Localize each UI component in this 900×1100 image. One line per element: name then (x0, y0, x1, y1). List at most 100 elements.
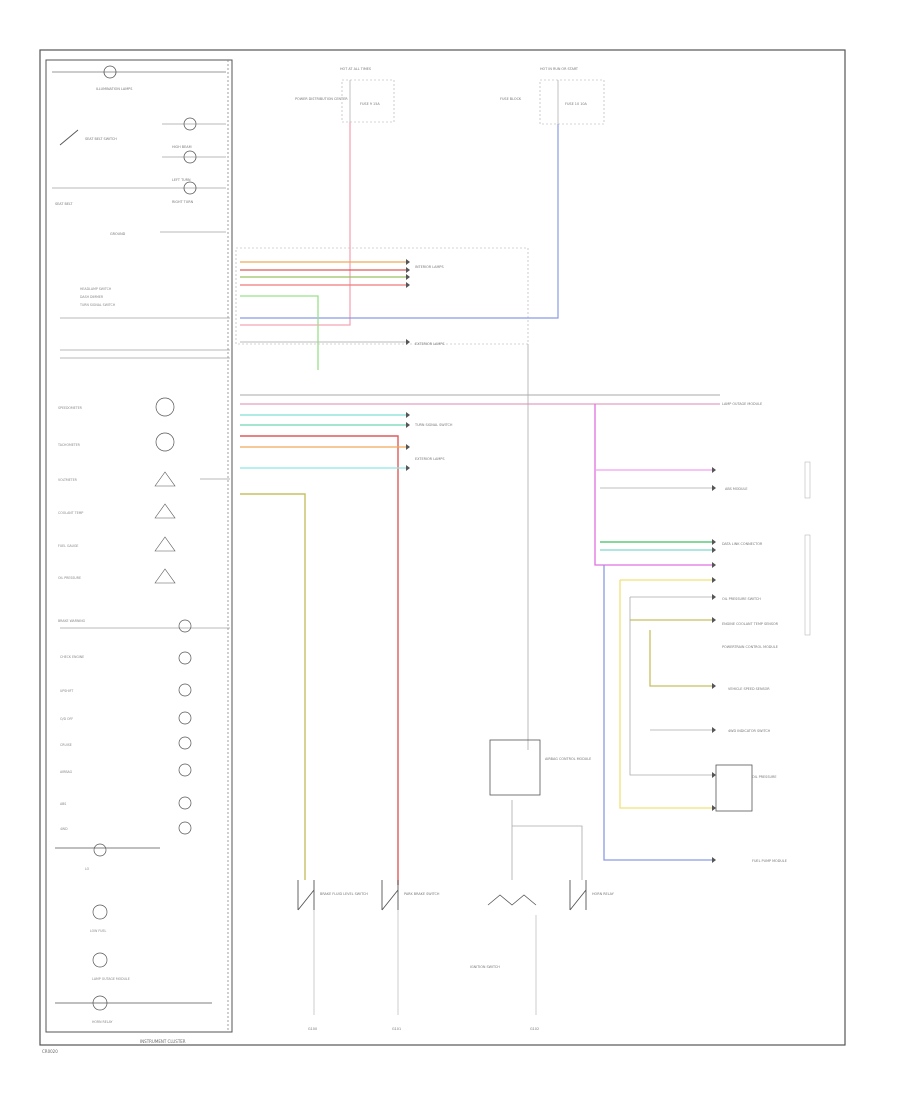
power-top-label: HOT AT ALL TIMES (340, 67, 371, 71)
warning-lamp-column: BRAKE WARNING CHECK ENGINE UPSHIFT O/D O… (55, 619, 230, 1024)
bulb-icon (183, 181, 197, 195)
abs-module-label: ABS MODULE (725, 487, 748, 491)
bulb-icon (93, 843, 107, 857)
brake-fluid-label: BRAKE FLUID LEVEL SWITCH (320, 892, 368, 896)
exterior-lamps-label: EXTERIOR LAMPS (415, 342, 445, 346)
wire-yellow-oil (619, 580, 712, 809)
pcm-label: POWERTRAIN CONTROL MODULE (722, 645, 778, 649)
wire-gray-park (512, 825, 583, 880)
wire-green (240, 295, 319, 370)
airbag-module-label: AIRBAG CONTROL MODULE (545, 757, 591, 761)
dash-dimmer-label: DASH DIMMER (80, 295, 104, 299)
exterior-lamps-label-2: EXTERIOR LAMPS (415, 457, 445, 461)
instrument-cluster-box (45, 59, 233, 1033)
right-turn-label: RIGHT TURN (172, 200, 194, 204)
bulb-icon (178, 619, 192, 633)
gauge-column: SPEEDOMETER TACHOMETER VOLTMETER COOLANT… (57, 397, 230, 584)
bulb-icon (92, 952, 108, 968)
bottom-switches: BRAKE FLUID LEVEL SWITCH PARK BRAKE SWIT… (297, 880, 615, 1031)
wire-blue-feed (240, 124, 559, 319)
right-component-labels: INTERIOR LAMPS EXTERIOR LAMPS TURN SIGNA… (414, 265, 811, 863)
lamp-outage-label: LAMP OUTAGE MODULE (92, 977, 130, 981)
figure-code: CR0020 (42, 1049, 58, 1054)
park-brake-switch-icon (381, 880, 399, 911)
ground-g1-label: G100 (308, 1027, 317, 1031)
speedometer-gauge-icon (155, 397, 175, 417)
power-feed-ign: HOT IN RUN OR START FUSE BLOCK FUSE 10 1… (500, 67, 605, 125)
diagram-border (39, 49, 846, 1046)
bulb-icon (178, 796, 192, 810)
seat-belt-switch-icon (569, 880, 587, 911)
left-turn-label: LEFT TURN (172, 178, 191, 182)
brake-warning-label: BRAKE WARNING (58, 619, 86, 623)
bulb-icon (92, 995, 108, 1011)
vss-label: VEHICLE SPEED SENSOR (728, 687, 770, 691)
bulb-icon (178, 736, 192, 750)
voltmeter-label: VOLTMETER (58, 478, 78, 482)
park-brake-label: PARK BRAKE SWITCH (404, 892, 440, 896)
illumination-label: ILLUMINATION LAMPS (96, 87, 132, 91)
wire-yellow-main (240, 493, 306, 880)
turn-signal-sw-label: TURN SIGNAL SWITCH (79, 303, 116, 307)
high-beam-label: HIGH BEAM (172, 145, 192, 149)
tachometer-label: TACHOMETER (57, 443, 81, 447)
seat-belt-switch-label: SEAT BELT SWITCH (85, 137, 117, 141)
upshift-label: UPSHIFT (60, 689, 73, 693)
fuel-gauge-label: FUEL GAUGE (58, 544, 78, 548)
fuse-top-label: FUSE 9 15A (360, 102, 380, 106)
transfer-sw-label: 4WD INDICATOR SWITCH (728, 729, 771, 733)
ignition-switch-label: IGNITION SWITCH (470, 965, 500, 969)
check-engine-label: CHECK ENGINE (60, 655, 84, 659)
power-feed-top: HOT AT ALL TIMES POWER DISTRIBUTION CENT… (295, 67, 395, 123)
bulb-icon (178, 763, 192, 777)
bulb-icon (103, 65, 117, 79)
ground-g2-label: G101 (392, 1027, 401, 1031)
bulb-icon (92, 904, 108, 920)
ground-label: GROUND (110, 232, 126, 236)
fuel-pump-label: FUEL PUMP MODULE (752, 859, 787, 863)
coolant-temp-label: COOLANT TEMP (58, 511, 83, 515)
cruise-label: CRUISE (60, 743, 72, 747)
lo-label: LO (85, 867, 90, 871)
seat-belt-indicator-label: SEAT BELT (55, 202, 73, 206)
bulb-icon (178, 683, 192, 697)
oil-switch-label: OIL PRESSURE SWITCH (722, 597, 761, 601)
footer-title: INSTRUMENT CLUSTER (140, 1039, 186, 1044)
low-fuel-label: LOW FUEL (90, 929, 107, 933)
horn-label: HORN RELAY (92, 1020, 113, 1024)
wire-purple (594, 404, 712, 566)
oil-pressure-label: OIL PRESSURE (58, 576, 81, 580)
brake-fluid-switch-icon (297, 880, 315, 911)
oil-sender-label: OIL PRESSURE (752, 775, 776, 779)
abs-label: ABS (60, 802, 66, 806)
connector-c1-box (235, 247, 529, 345)
cluster-pin-stubs: HEADLAMP SWITCH DASH DIMMER TURN SIGNAL … (60, 287, 230, 359)
fuel-gauge-icon (154, 536, 176, 552)
horn-relay-label: HORN RELAY (592, 892, 615, 896)
voltmeter-gauge-icon (154, 471, 176, 487)
fuse-block-label: FUSE BLOCK (500, 97, 522, 101)
wire-olive-vss (649, 630, 712, 687)
wire-gray-ect (629, 597, 712, 776)
lamp-outage-module-label: LAMP OUTAGE MODULE (722, 402, 762, 406)
fuse-ign-label: FUSE 10 10A (565, 102, 588, 106)
power-ign-label: HOT IN RUN OR START (540, 67, 579, 71)
ect-label: ENGINE COOLANT TEMP SENSOR (722, 622, 779, 626)
ignition-switch-icon (487, 894, 537, 906)
turn-signal-label: TURN SIGNAL SWITCH (414, 423, 453, 427)
tachometer-gauge-icon (155, 432, 175, 452)
airbag-label: AIRBAG (60, 770, 73, 774)
wire-red-main (240, 435, 399, 885)
cluster-top-rows: ILLUMINATION LAMPS SEAT BELT SWITCH HIGH… (52, 65, 226, 236)
data-link-label: DATA LINK CONNECTOR (722, 542, 763, 546)
pdc-label: POWER DISTRIBUTION CENTER (295, 97, 348, 101)
ground-g3-label: G102 (530, 1027, 539, 1031)
interior-lamps-label: INTERIOR LAMPS (415, 265, 444, 269)
wire-bundle (240, 122, 720, 885)
wire-blue-fuel (603, 565, 712, 861)
terminal-arrows (406, 259, 716, 863)
bulb-icon (178, 711, 192, 725)
4wd-label: 4WD (60, 827, 68, 831)
od-off-label: O/D OFF (60, 717, 73, 721)
oil-gauge-icon (154, 568, 176, 584)
